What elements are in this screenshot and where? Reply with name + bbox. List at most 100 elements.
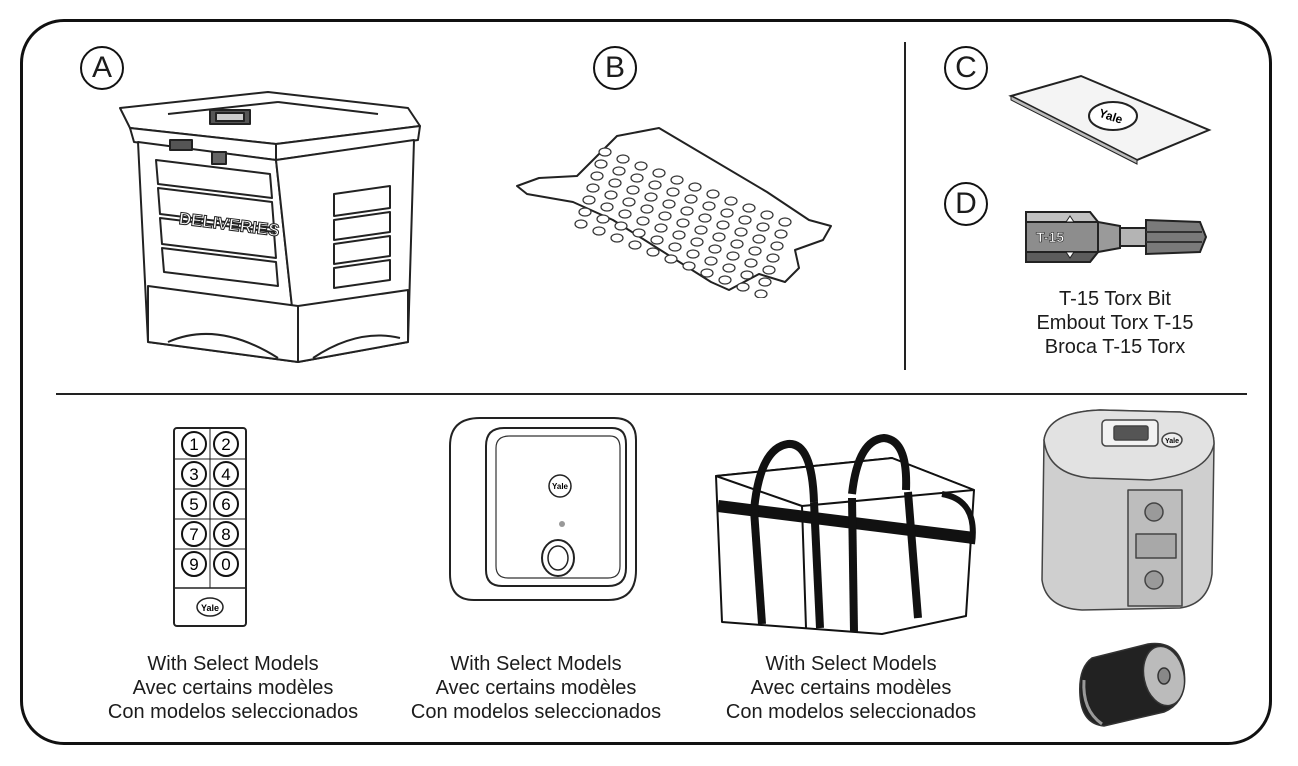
keypad-key	[213, 551, 239, 577]
mat-bump	[662, 199, 676, 209]
mat-bump	[778, 217, 792, 227]
mat-bump	[760, 210, 774, 220]
bag-caption: With Select Models Avec certains modèles…	[706, 652, 996, 724]
mat-bump	[726, 251, 740, 261]
hub-caption: With Select Models Avec certains modèles…	[396, 652, 676, 724]
mat-bump	[578, 207, 592, 217]
keypad-key-label: 5	[189, 495, 198, 514]
mat-bump	[630, 173, 644, 183]
mat-bump	[700, 268, 714, 278]
delivery-box-illustration: DELIVERIES	[119, 91, 421, 363]
mat-bump	[676, 218, 690, 228]
mat-bump	[664, 254, 678, 264]
mat-bump	[670, 175, 684, 185]
label-a: A	[80, 46, 124, 90]
keypad-key-label: 8	[221, 525, 230, 544]
mat-bump	[598, 147, 612, 157]
mat-bump	[640, 204, 654, 214]
mat-bump	[716, 220, 730, 230]
mat-bump	[614, 221, 628, 231]
bit-caption-line-1: T-15 Torx Bit	[1059, 288, 1171, 310]
keypad-caption-line-2: Avec certains modèles	[132, 677, 334, 699]
mat-bump	[666, 187, 680, 197]
mat-bump	[582, 195, 596, 205]
box-mat-illustration	[516, 127, 832, 298]
mat-bump	[684, 194, 698, 204]
mat-bump	[650, 235, 664, 245]
mat-bump	[668, 242, 682, 252]
bit-marking: T-15	[1036, 229, 1064, 245]
mat-bump	[618, 209, 632, 219]
keypad-key	[181, 551, 207, 577]
mat-bump	[706, 189, 720, 199]
keypad-key	[213, 491, 239, 517]
mat-bump	[608, 178, 622, 188]
mat-bump	[730, 239, 744, 249]
keypad-key-label: 1	[189, 435, 198, 454]
mat-bump	[636, 216, 650, 226]
mat-bump	[672, 230, 686, 240]
hub-caption-line-3: Con modelos seleccionados	[410, 701, 662, 723]
keypad-key	[181, 491, 207, 517]
keypad-key	[181, 521, 207, 547]
mat-bump	[722, 263, 736, 273]
mat-bump	[712, 232, 726, 242]
mat-bump	[718, 275, 732, 285]
keypad-key	[213, 461, 239, 487]
mat-bump	[720, 208, 734, 218]
mat-bump	[708, 244, 722, 254]
keypad-key-label: 9	[189, 555, 198, 574]
mat-bump	[702, 201, 716, 211]
bit-caption-line-3: Broca T-15 Torx	[1044, 336, 1186, 358]
mat-bump	[766, 253, 780, 263]
mat-bump	[658, 211, 672, 221]
delivery-bag-illustration	[715, 434, 976, 635]
mat-bump	[724, 196, 738, 206]
hub-caption-line-1: With Select Models	[450, 653, 622, 675]
mat-bump	[690, 237, 704, 247]
keypad-key-label: 2	[221, 435, 230, 454]
torx-bit-illustration: T-15	[1025, 211, 1208, 263]
mat-bump	[646, 247, 660, 257]
outer-frame	[20, 19, 1272, 745]
mat-bump	[742, 203, 756, 213]
mat-bump	[740, 270, 754, 280]
label-c: C	[944, 46, 988, 90]
hub-caption-line-2: Avec certains modèles	[435, 677, 637, 699]
mat-bump	[680, 206, 694, 216]
mat-bump	[762, 265, 776, 275]
mat-bump	[754, 289, 768, 298]
mat-bump	[694, 225, 708, 235]
vertical-divider	[904, 42, 906, 370]
hub-yale-logo: Yale	[552, 482, 569, 491]
mat-bump	[586, 183, 600, 193]
mat-bump	[594, 159, 608, 169]
mat-bump	[596, 214, 610, 224]
lock-module-yale-logo: Yale	[1165, 438, 1179, 445]
label-b: B	[593, 46, 637, 90]
keypad-key-label: 0	[221, 555, 230, 574]
label-d: D	[944, 182, 988, 226]
mat-bump	[644, 192, 658, 202]
horizontal-divider	[56, 393, 1247, 395]
mat-bump	[770, 241, 784, 251]
mat-bump	[648, 180, 662, 190]
connect-hub-illustration: Yale	[449, 417, 637, 601]
mat-bump	[616, 154, 630, 164]
mat-bump	[758, 277, 772, 287]
mat-bump	[686, 249, 700, 259]
keypad-key-label: 7	[189, 525, 198, 544]
lock-module-illustration: Yale	[1041, 409, 1215, 611]
bag-caption-line-3: Con modelos seleccionados	[725, 701, 977, 723]
yale-card-illustration: Yale	[1008, 74, 1212, 165]
mat-bump	[756, 222, 770, 232]
mat-bump	[682, 261, 696, 271]
mat-bump	[688, 182, 702, 192]
keypad-caption-line-3: Con modelos seleccionados	[107, 701, 359, 723]
mat-bump	[748, 246, 762, 256]
mat-bump	[652, 168, 666, 178]
keypad-yale-logo: Yale	[201, 603, 219, 613]
mat-bump	[752, 234, 766, 244]
mat-bump	[590, 171, 604, 181]
